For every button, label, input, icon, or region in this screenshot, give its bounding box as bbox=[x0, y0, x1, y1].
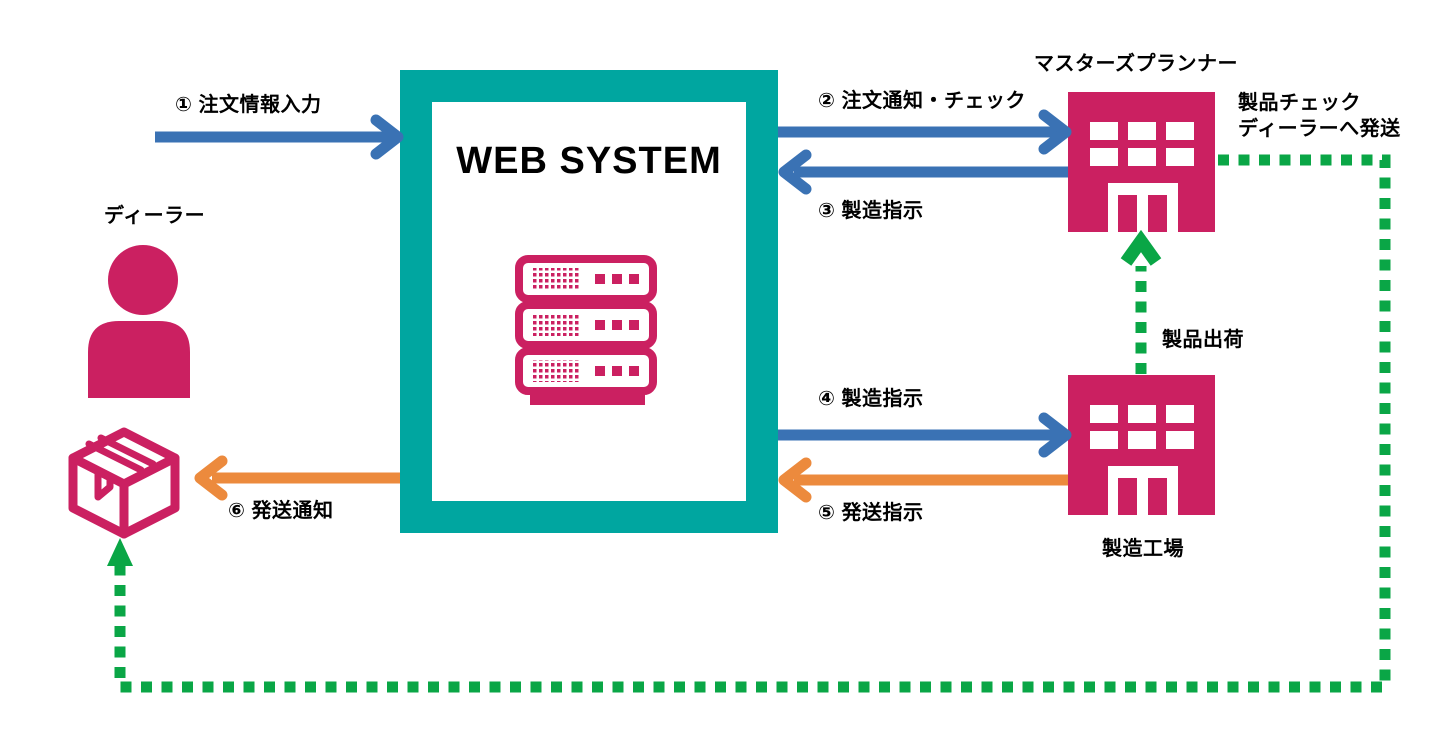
product-check-label: 製品チェック ディーラーへ発送 bbox=[1238, 90, 1401, 142]
flow3-arrow bbox=[778, 149, 1068, 195]
masters-planner-label: マスターズプランナー bbox=[1034, 53, 1238, 75]
factory-label: 製造工場 bbox=[1102, 538, 1184, 560]
flow4-label: ④ 製造指示 bbox=[818, 388, 924, 410]
product-ship-arrow bbox=[1120, 229, 1162, 374]
flow5-label: ⑤ 発送指示 bbox=[818, 502, 924, 524]
server-rack-icon bbox=[515, 255, 660, 410]
flow3-label: ③ 製造指示 bbox=[818, 200, 924, 222]
flow2-arrow bbox=[778, 109, 1072, 155]
product-ship-label: 製品出荷 bbox=[1162, 329, 1244, 351]
flow1-label: ① 注文情報入力 bbox=[175, 94, 322, 116]
product-check-arrow bbox=[107, 154, 1391, 693]
flow2-label: ② 注文通知・チェック bbox=[818, 90, 1026, 112]
masters-planner-building-icon bbox=[1068, 92, 1215, 237]
flow1-arrow bbox=[155, 114, 404, 160]
factory-building-icon bbox=[1068, 375, 1215, 520]
dealer-label: ディーラー bbox=[104, 205, 206, 227]
product-check-label-line2: ディーラーへ発送 bbox=[1238, 118, 1401, 140]
web-system-title: WEB SYSTEM bbox=[456, 140, 722, 182]
package-box-icon bbox=[68, 427, 180, 544]
flow5-arrow bbox=[778, 457, 1068, 503]
flow4-arrow bbox=[778, 412, 1072, 458]
person-icon bbox=[88, 245, 190, 403]
flow6-label: ⑥ 発送通知 bbox=[228, 500, 334, 522]
flow6-arrow bbox=[194, 455, 400, 501]
product-check-label-line1: 製品チェック bbox=[1238, 92, 1361, 114]
